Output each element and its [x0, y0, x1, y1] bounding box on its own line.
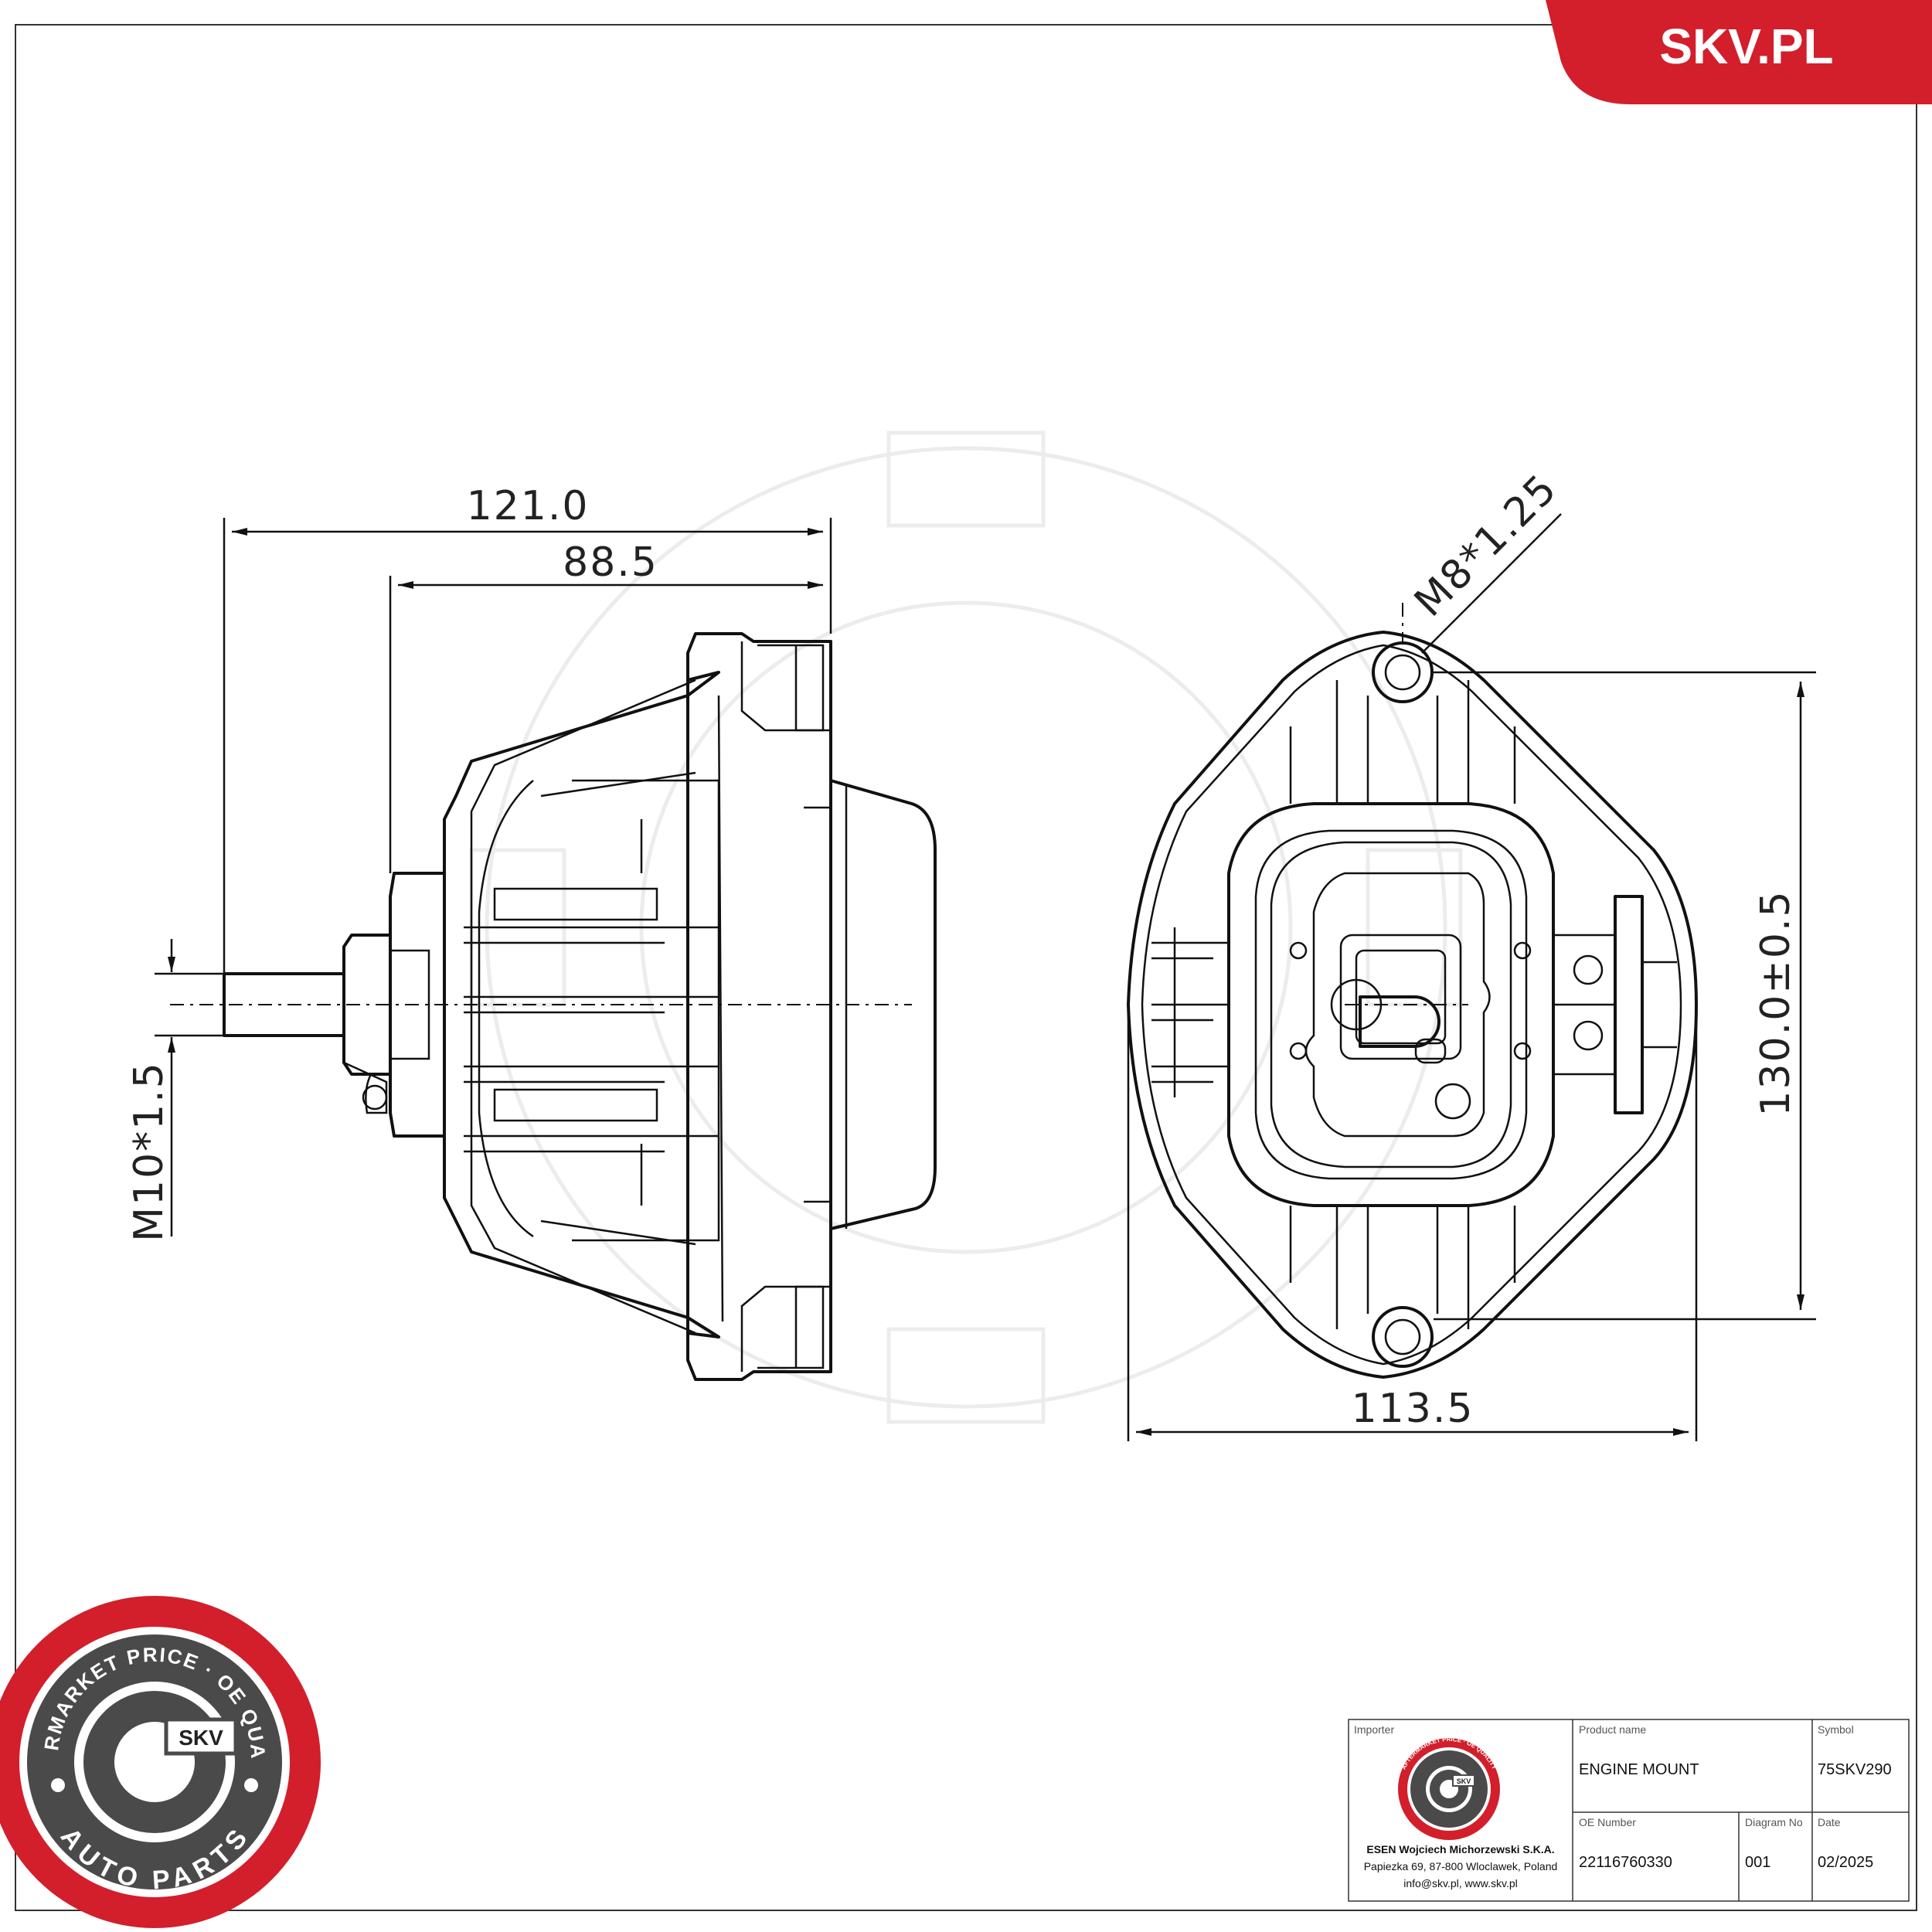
dimension-base-width: 113.5	[1127, 1005, 1698, 1441]
skv-logo-small: SKV AFTERMARKET PRICE · OE QUALITY AUTO …	[1398, 1736, 1500, 1849]
diagram-no-label: Diagram No	[1745, 1816, 1803, 1828]
product-name-value: ENGINE MOUNT	[1579, 1761, 1699, 1778]
date-label: Date	[1818, 1816, 1841, 1828]
logo-ring-text-top: AFTERMARKET PRICE · OE QUALITY	[0, 0, 270, 1760]
product-name-label: Product name	[1579, 1723, 1646, 1736]
diagram-no-value: 001	[1745, 1854, 1770, 1871]
small-logo-center: SKV	[1457, 1777, 1471, 1785]
importer-line-1: ESEN Wojciech Michorzewski S.K.A.	[1366, 1843, 1554, 1855]
oe-number-label: OE Number	[1579, 1816, 1636, 1828]
dimension-overall-width: 121.0	[223, 483, 832, 1028]
date-value: 02/2025	[1818, 1854, 1873, 1871]
dimension-hole-thread: M8*1.25	[1406, 465, 1566, 654]
importer-line-2: Papiezka 69, 87-800 Wloclawek, Poland	[1364, 1860, 1558, 1872]
dim-121: 121.0	[467, 483, 590, 529]
dimension-stud-thread: M10*1.5	[126, 939, 224, 1242]
dimension-hole-spacing: 130.0±0.5	[1434, 671, 1816, 1321]
dim-m8: M8*1.25	[1406, 465, 1566, 626]
dim-113-5: 113.5	[1352, 1386, 1475, 1432]
title-block: Importer Product name Symbol ENGINE MOUN…	[1348, 1719, 1910, 1902]
dim-88-5: 88.5	[563, 539, 658, 586]
dimension-body-width: 88.5	[389, 539, 823, 873]
logo-center-text: SKV	[179, 1726, 223, 1750]
side-view	[170, 632, 937, 1381]
skv-logo-large: SKV AFTERMARKET PRICE · OE QUALITY AUTO …	[0, 0, 321, 1928]
oe-number-value: 22116760330	[1579, 1854, 1672, 1871]
top-view	[1127, 603, 1698, 1379]
importer-line-3: info@skv.pl, www.skv.pl	[1403, 1877, 1518, 1889]
brand-tab[interactable]: SKV.PL	[1546, 0, 1932, 104]
sheet-border	[15, 24, 1917, 1911]
brand-site-text: SKV.PL	[1659, 19, 1833, 74]
dim-m10: M10*1.5	[126, 1061, 172, 1242]
dim-130: 130.0±0.5	[1753, 889, 1799, 1116]
symbol-value: 75SKV290	[1818, 1761, 1892, 1778]
importer-label: Importer	[1354, 1723, 1394, 1736]
symbol-label: Symbol	[1818, 1723, 1854, 1736]
